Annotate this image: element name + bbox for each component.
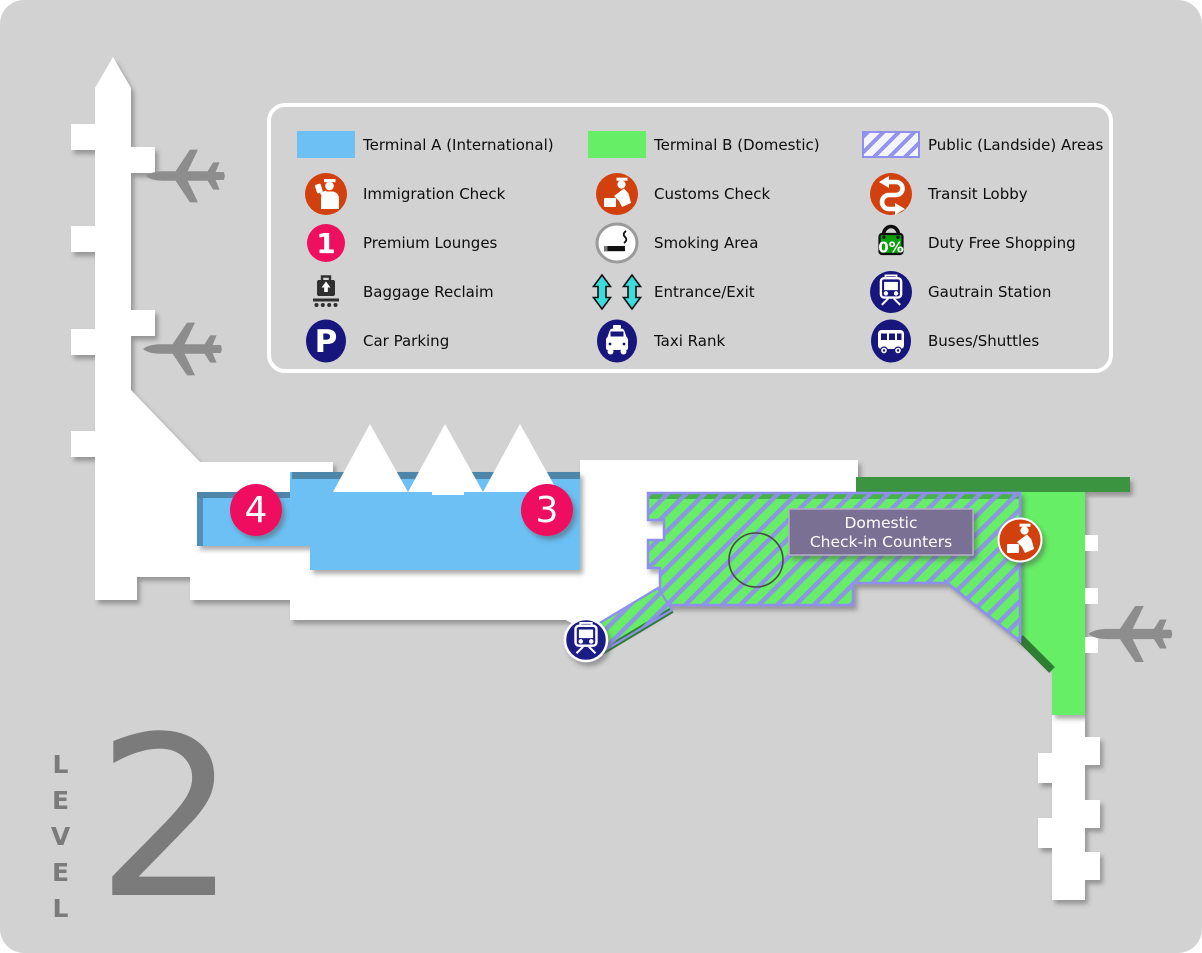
legend-item-taxi: Taxi Rank <box>588 316 862 365</box>
legend-item-smoking: Smoking Area <box>588 218 862 267</box>
legend-label: Public (Landside) Areas <box>928 135 1104 154</box>
gate-roof-triangles <box>333 424 558 492</box>
entrance-exit-icon <box>592 273 642 310</box>
svg-text:0%: 0% <box>878 238 903 256</box>
svg-text:1: 1 <box>316 227 335 260</box>
legend-label: Customs Check <box>654 184 771 203</box>
legend-label: Transit Lobby <box>928 184 1028 203</box>
customs-check-map-icon <box>997 517 1043 563</box>
legend-item-buses: Buses/Shuttles <box>862 316 1109 365</box>
legend-label: Premium Lounges <box>363 233 498 252</box>
legend-label: Terminal A (International) <box>363 135 554 154</box>
bus-icon <box>871 319 911 362</box>
svg-text:Check-in Counters: Check-in Counters <box>810 533 952 551</box>
legend-panel: Terminal A (International) Terminal B (D… <box>267 103 1113 373</box>
legend-item-premium-lounges: 1 Premium Lounges <box>297 218 588 267</box>
legend-item-car-parking: P Car Parking <box>297 316 588 365</box>
legend-label: Baggage Reclaim <box>363 282 494 301</box>
legend-item-entrance-exit: Entrance/Exit <box>588 267 862 316</box>
immigration-icon <box>305 172 347 215</box>
transit-icon <box>870 172 912 216</box>
legend-label: Buses/Shuttles <box>928 331 1040 350</box>
level-number: 2 <box>96 690 238 948</box>
legend-label: Gautrain Station <box>928 282 1052 301</box>
domestic-checkin-label: Domestic Check-in Counters <box>788 508 974 556</box>
taxi-icon <box>597 319 637 362</box>
svg-text:Domestic: Domestic <box>844 514 917 532</box>
legend-label: Smoking Area <box>654 233 759 252</box>
svg-text:3: 3 <box>536 490 559 531</box>
terminal-a-swatch <box>297 131 355 158</box>
public-areas-swatch <box>862 131 920 158</box>
legend-area-public: Public (Landside) Areas <box>862 120 1109 169</box>
legend-label: Taxi Rank <box>654 331 726 350</box>
legend-item-immigration: Immigration Check <box>297 169 588 218</box>
legend-label: Entrance/Exit <box>654 282 755 301</box>
legend-label: Car Parking <box>363 331 450 350</box>
legend-item-duty-free: 0% Duty Free Shopping <box>862 218 1109 267</box>
terminal-b-swatch <box>588 131 646 158</box>
concourse-circle <box>728 532 784 588</box>
legend-item-customs: Customs Check <box>588 169 862 218</box>
svg-text:P: P <box>315 324 338 360</box>
gautrain-station-map-icon <box>563 617 609 663</box>
svg-text:4: 4 <box>245 490 268 531</box>
legend-item-baggage: Baggage Reclaim <box>297 267 588 316</box>
customs-icon <box>596 172 638 215</box>
car-parking-icon: P <box>306 319 346 362</box>
legend-label: Terminal B (Domestic) <box>654 135 820 154</box>
marker-3: 3 <box>521 484 573 536</box>
duty-free-icon: 0% <box>877 224 905 256</box>
legend-label: Immigration Check <box>363 184 506 203</box>
legend-item-gautrain: Gautrain Station <box>862 267 1109 316</box>
marker-4: 4 <box>230 484 282 536</box>
level-word: LEVEL <box>46 750 75 930</box>
gautrain-link-walkway <box>586 586 674 655</box>
legend-label: Duty Free Shopping <box>928 233 1076 252</box>
legend-item-transit: Transit Lobby <box>862 169 1109 218</box>
gautrain-icon <box>870 270 912 313</box>
premium-lounges-icon: 1 <box>307 223 345 262</box>
smoking-icon <box>595 222 639 263</box>
baggage-icon <box>311 274 341 308</box>
legend-area-terminal-b: Terminal B (Domestic) <box>588 120 862 169</box>
legend-area-terminal-a: Terminal A (International) <box>297 120 588 169</box>
right-pier <box>1052 715 1085 900</box>
